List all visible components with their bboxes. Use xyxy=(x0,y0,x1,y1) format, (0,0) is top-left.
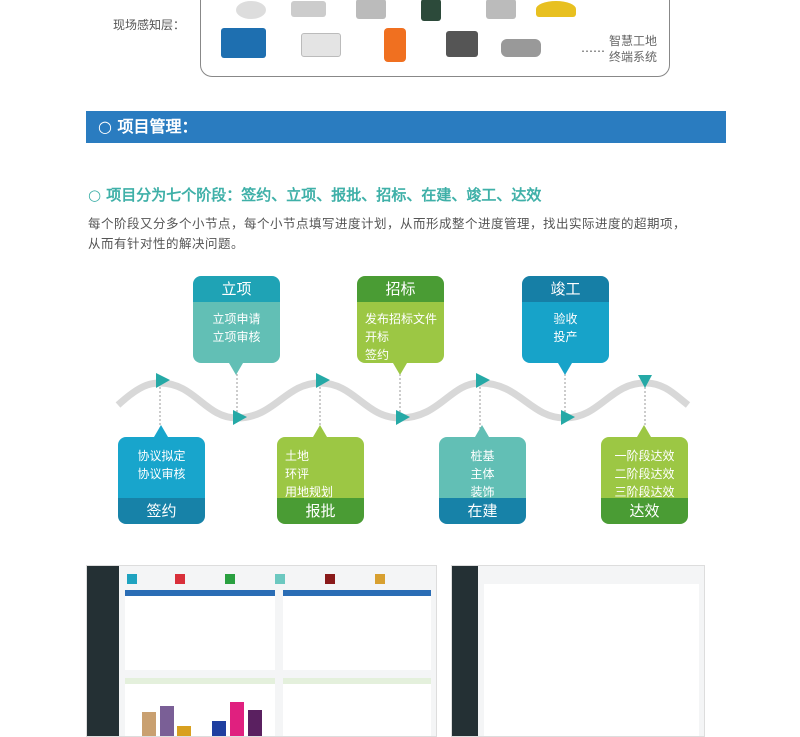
stage-title: 达效 xyxy=(601,498,688,524)
stage-items: 协议拟定协议审核 xyxy=(118,437,205,498)
stage-title: 签约 xyxy=(118,498,205,524)
description: 每个阶段又分多个小节点，每个小节点填写进度计划，从而形成整个进度管理，找出实际进… xyxy=(88,214,748,254)
noise-monitor-image xyxy=(446,31,478,57)
stage-card-top: 招标发布招标文件开标签约 xyxy=(357,276,444,363)
stage-item: 投产 xyxy=(553,330,578,344)
handheld-terminal-image xyxy=(384,28,406,62)
sensor-image xyxy=(486,0,516,19)
stage-item: 开标 xyxy=(365,330,390,344)
perception-layer-card: …… 智慧工地 终端系统 xyxy=(200,0,670,77)
description-line: 从而有针对性的解决问题。 xyxy=(88,236,245,251)
stage-card-bottom: 一阶段达效二阶段达效三阶段达效达效 xyxy=(601,437,688,524)
stage-pointer xyxy=(393,363,407,375)
helmet-image xyxy=(536,1,576,17)
stage-card-bottom: 土地环评用地规划报批 xyxy=(277,437,364,524)
description-line: 每个阶段又分多个小节点，每个小节点填写进度计划，从而形成整个进度管理，找出实际进… xyxy=(88,216,687,231)
stage-title: 报批 xyxy=(277,498,364,524)
stage-pointer xyxy=(637,425,651,437)
stage-pointer xyxy=(154,425,168,437)
stage-item: 二阶段达效 xyxy=(614,467,675,481)
terminal-line: 终端系统 xyxy=(609,50,658,64)
stage-pointer xyxy=(558,363,572,375)
stage-card-top: 立项立项申请立项审核 xyxy=(193,276,280,363)
stage-item: 一阶段达效 xyxy=(614,449,675,463)
stage-card-bottom: 协议拟定协议审核签约 xyxy=(118,437,205,524)
stage-item: 签约 xyxy=(365,348,390,362)
stage-card-top: 竣工验收投产 xyxy=(522,276,609,363)
perception-label: 现场感知层： xyxy=(113,18,186,32)
stage-item: 发布招标文件 xyxy=(365,312,438,326)
stage-items: 一阶段达效二阶段达效三阶段达效 xyxy=(601,437,688,499)
stages-subtitle: ○ 项目分为七个阶段：签约、立项、报批、招标、在建、竣工、达效 xyxy=(88,186,542,204)
stage-title: 在建 xyxy=(439,498,526,524)
progress-table-screenshot xyxy=(451,565,705,737)
stage-title: 招标 xyxy=(357,276,444,302)
stage-items: 立项申请立项审核 xyxy=(193,302,280,363)
stage-item: 三阶段达效 xyxy=(614,485,675,499)
stage-item: 用地规划 xyxy=(285,485,334,499)
stage-card-bottom: 桩基主体装饰在建 xyxy=(439,437,526,524)
ellipsis: …… xyxy=(581,41,605,55)
stage-items: 桩基主体装饰 xyxy=(439,437,526,499)
stage-item: 立项申请 xyxy=(212,312,261,326)
stage-items: 土地环评用地规划 xyxy=(277,437,364,499)
blue-device-image xyxy=(221,28,266,58)
dashboard-screenshot xyxy=(86,565,437,737)
terminal-line: 智慧工地 xyxy=(609,34,658,48)
stage-item: 土地 xyxy=(285,449,310,463)
stage-title: 立项 xyxy=(193,276,280,302)
gateway-image xyxy=(301,33,341,57)
bullet-camera-image xyxy=(291,1,326,17)
section-header: ○ 项目管理： xyxy=(86,111,726,143)
stage-pointer xyxy=(313,425,327,437)
stage-pointer xyxy=(475,425,489,437)
stage-item: 主体 xyxy=(470,467,495,481)
stage-title: 竣工 xyxy=(522,276,609,302)
stage-item: 立项审核 xyxy=(212,330,261,344)
stage-item: 验收 xyxy=(553,312,578,326)
stage-item: 装饰 xyxy=(470,485,495,499)
sensor-image xyxy=(356,0,386,19)
load-cell-image xyxy=(501,39,541,57)
sensor-image xyxy=(421,0,441,21)
stage-items: 发布招标文件开标签约 xyxy=(357,302,444,363)
stage-pointer xyxy=(229,363,243,375)
stage-item: 协议拟定 xyxy=(137,449,186,463)
stage-item: 桩基 xyxy=(470,449,495,463)
stage-items: 验收投产 xyxy=(522,302,609,363)
dome-camera-image xyxy=(236,1,266,19)
stage-item: 协议审核 xyxy=(137,467,186,481)
stage-item: 环评 xyxy=(285,467,310,481)
